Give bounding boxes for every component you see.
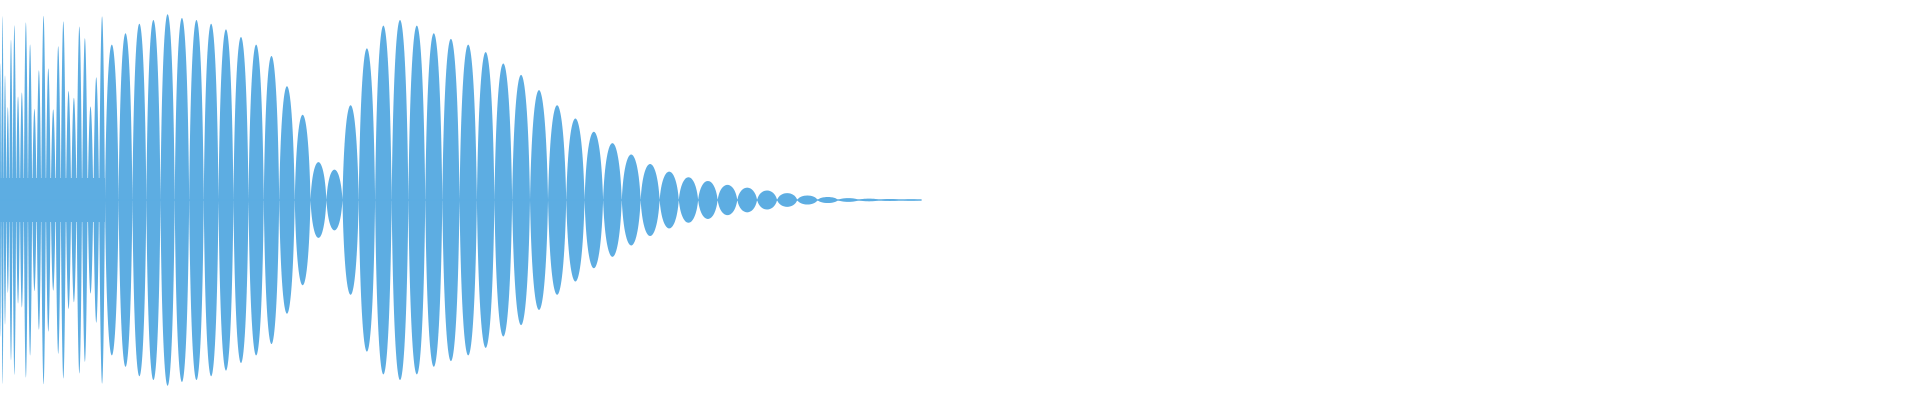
audio-waveform bbox=[0, 14, 922, 386]
waveform-canvas bbox=[0, 14, 922, 386]
